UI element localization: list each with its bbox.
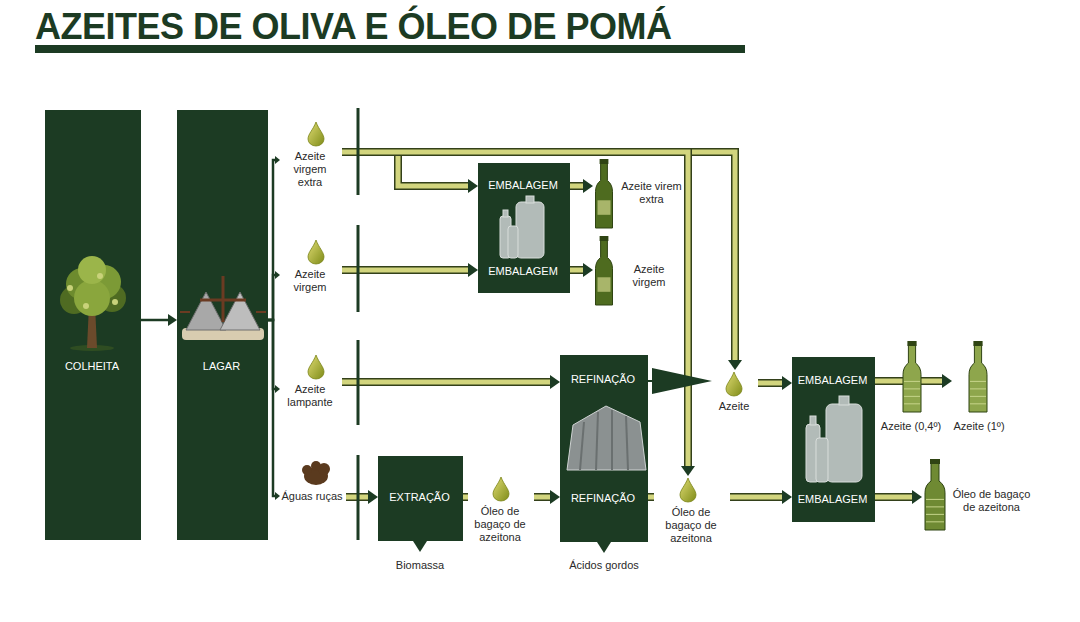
output-label: Ácidos gordos: [569, 559, 639, 571]
product-label: Óleo de bagaço de azeitona: [922, 458, 1037, 514]
oil-drop: [726, 372, 742, 396]
node-text: Azeite virgem extra: [280, 150, 340, 189]
flow-arrow: [534, 490, 560, 504]
oil-drop: [308, 122, 324, 146]
node-text: REFINAÇÃO: [571, 492, 635, 504]
node-text: Azeite: [719, 400, 750, 413]
bottle: [596, 159, 613, 228]
node-text: Azeite (1º): [953, 420, 1004, 433]
product-label: Azeite virem extra: [593, 158, 688, 230]
node-text: Óleo de bagaço de azeitona: [948, 488, 1035, 514]
flow-arrow: [342, 152, 695, 476]
process-box: EMBALAGEM: [478, 163, 570, 225]
node-text: EMBALAGEM: [488, 179, 558, 191]
output-label: Biomassa: [396, 559, 444, 571]
flow-arrow: [875, 490, 922, 504]
node-text: EMBALAGEM: [488, 265, 558, 277]
process-box: COLHEITA: [45, 110, 141, 540]
flow-arrow: [570, 179, 593, 193]
packaging-icon: [500, 196, 862, 482]
bottle: [925, 459, 945, 530]
node-text: EMBALAGEM: [798, 493, 868, 505]
oil-drop: [680, 478, 696, 502]
process-box: REFINAÇÃO: [560, 470, 648, 542]
node-text: COLHEITA: [65, 360, 119, 372]
process-box: EMBALAGEM: [478, 225, 570, 293]
flow-arrow: [342, 152, 742, 370]
output-arrow: [413, 541, 427, 552]
bottle: [903, 341, 921, 412]
product-label: Azeite: [712, 370, 758, 413]
product-label: Azeite virgem: [280, 238, 342, 294]
flow-arrow: [648, 368, 712, 394]
node-text: Azeite virem extra: [617, 180, 686, 206]
product-label: Azeite lampante: [280, 353, 342, 409]
product-label: Óleo de bagaço de azeitona: [654, 476, 730, 545]
flow-arrow: [730, 490, 792, 504]
node-text: Águas ruças: [281, 490, 342, 503]
flow-arrow: [342, 152, 478, 193]
node-text: Azeite (0,4º): [881, 420, 941, 433]
bottle: [596, 236, 613, 305]
flow-arrow: [268, 320, 280, 500]
flow-arrow: [268, 271, 280, 320]
bracket-line: [357, 108, 360, 540]
product-label: Azeite (1º): [952, 340, 1008, 433]
node-text: EMBALAGEM: [798, 374, 868, 386]
node-text: LAGAR: [203, 360, 240, 372]
node-text: Óleo de bagaço de azeitona: [468, 505, 532, 544]
flow-arrow: [141, 314, 177, 326]
node-text: Azeite virgem: [617, 263, 681, 289]
product-label: Azeite virgem extra: [280, 120, 342, 189]
oil-drop: [493, 477, 509, 501]
bottle: [969, 341, 987, 412]
oil-drop: [308, 355, 324, 379]
flow-arrow: [570, 263, 593, 277]
process-box: EXTRAÇÃO: [378, 456, 463, 541]
flow-arrow: [268, 156, 280, 320]
olive-tree: [60, 256, 126, 351]
flow-arrow: [346, 490, 378, 504]
process-box: EMBALAGEM: [792, 457, 875, 522]
node-text: Azeite lampante: [280, 383, 340, 409]
flow-arrow: [648, 497, 654, 498]
node-text: Óleo de bagaço de azeitona: [654, 506, 728, 545]
diagram-title: AZEITES DE OLIVA E ÓLEO DE POMÁ: [35, 6, 672, 48]
product-label: Óleo de bagaço de azeitona: [468, 475, 534, 544]
product-label: Águas ruças: [280, 460, 346, 503]
node-text: EXTRAÇÃO: [389, 491, 450, 503]
flow-arrow: [342, 263, 478, 277]
refinery-tank: [567, 406, 646, 470]
output-arrow: [597, 542, 611, 553]
olive-press: [180, 276, 266, 340]
flow-arrow: [875, 374, 952, 388]
process-box: REFINAÇÃO: [560, 355, 648, 470]
flow-arrow: [463, 497, 468, 498]
flow-arrow: [342, 375, 560, 389]
node-text: REFINAÇÃO: [571, 373, 635, 385]
flow-arrow: [758, 376, 792, 390]
process-box: EMBALAGEM: [792, 357, 875, 457]
pomace-lump: [302, 461, 330, 485]
product-label: Azeite (0,4º): [878, 340, 946, 433]
product-label: Azeite virgem: [593, 235, 683, 307]
process-box: LAGAR: [177, 110, 268, 540]
node-text: Azeite virgem: [280, 268, 340, 294]
oil-drop: [308, 240, 324, 264]
